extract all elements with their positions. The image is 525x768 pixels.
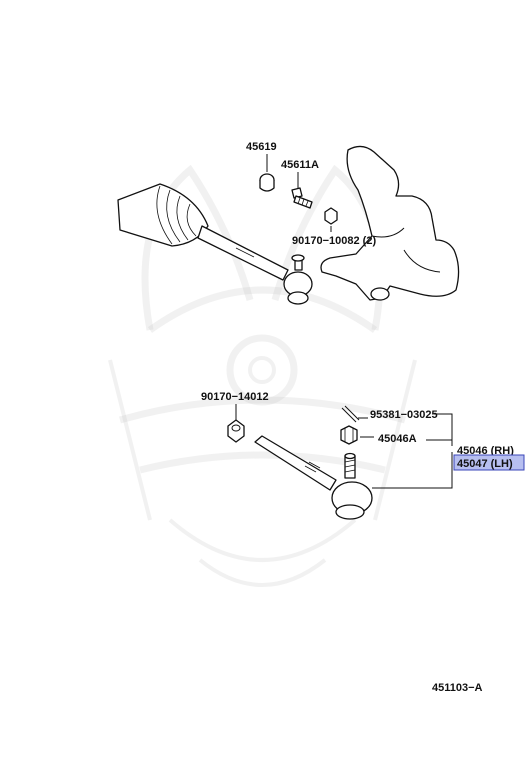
nut-90170-10082 <box>324 207 338 225</box>
highlight-box <box>453 454 525 471</box>
upper-tie-rod-end <box>283 254 313 305</box>
cotter-pin-95381-03025 <box>341 405 360 423</box>
bushing-45619 <box>259 173 275 192</box>
bolt-45611a <box>291 187 313 209</box>
label-45619[interactable]: 45619 <box>246 141 277 153</box>
label-45611a[interactable]: 45611A <box>281 159 319 171</box>
label-90170-10082[interactable]: 90170−10082 (2) <box>292 235 376 247</box>
label-90170-14012[interactable]: 90170−14012 <box>201 391 269 403</box>
label-95381-03025[interactable]: 95381−03025 <box>370 409 438 421</box>
reference-code: 451103−A <box>432 682 483 694</box>
nut-90170-14012 <box>227 419 245 443</box>
outer-tie-rod <box>254 435 337 491</box>
inner-tie-rod <box>197 225 289 281</box>
label-45046-rh[interactable]: 45046 (RH) <box>457 445 514 457</box>
lower-tie-rod-end <box>331 452 373 520</box>
label-45046a[interactable]: 45046A <box>378 433 417 445</box>
castle-nut-45046a <box>340 425 358 445</box>
steering-rack-boot <box>117 183 209 247</box>
label-45047-lh[interactable]: 45047 (LH) <box>457 458 513 470</box>
steering-knuckle <box>320 145 460 301</box>
